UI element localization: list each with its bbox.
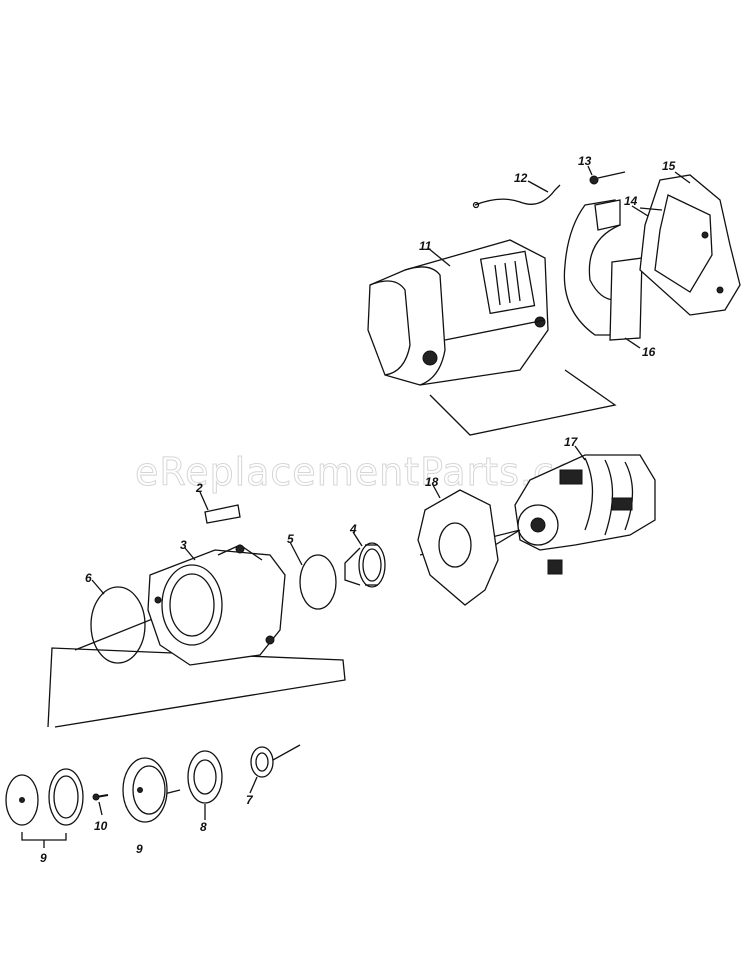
part-13-screw: [589, 171, 626, 185]
label-part-10: 10: [94, 819, 108, 833]
part-9-cap: [122, 757, 168, 823]
part-10-screw: [92, 793, 109, 801]
part-16-field-segments: [563, 199, 643, 341]
part-9-disc: [5, 774, 39, 826]
label-part-18: 18: [425, 475, 439, 489]
label-part-6: 6: [85, 571, 92, 585]
part-3-gear-case: [147, 544, 286, 666]
part-5-o-ring: [299, 554, 337, 610]
leader-lines: [91, 165, 691, 820]
label-part-9a: 9: [40, 851, 47, 865]
part-17-motor-assembly: [494, 454, 656, 575]
label-part-17: 17: [564, 435, 579, 449]
label-part-2: 2: [195, 481, 203, 495]
label-part-14: 14: [624, 194, 638, 208]
label-part-16: 16: [642, 345, 656, 359]
label-part-12: 12: [514, 171, 528, 185]
part-8-bearing: [187, 750, 223, 804]
label-part-3: 3: [180, 538, 187, 552]
label-part-8: 8: [200, 820, 207, 834]
part-9-gear-ring: [48, 768, 84, 826]
part-11-motor-housing: [367, 239, 549, 386]
part-18-gasket: [417, 489, 499, 606]
label-part-5: 5: [287, 532, 294, 546]
label-part-13: 13: [578, 154, 592, 168]
label-part-9b: 9: [136, 842, 143, 856]
part-4-pinion-gear: [344, 542, 386, 588]
part-2-plate: [204, 504, 241, 524]
part-6-gasket-ring: [90, 586, 146, 664]
part-number-labels: 11 12 13 15 14 16 17 18 2 3 5 4 6 7 8 10…: [40, 154, 676, 865]
assembly-guide-lines: [47, 369, 617, 796]
part-12-wire: [472, 184, 561, 209]
label-part-7: 7: [246, 793, 254, 807]
label-part-15: 15: [662, 159, 676, 173]
part-7-bearing: [250, 746, 274, 778]
part-9-bracket: [21, 832, 67, 848]
label-part-11: 11: [419, 239, 432, 253]
part-15-end-plate: [639, 174, 741, 316]
label-part-4: 4: [349, 522, 357, 536]
